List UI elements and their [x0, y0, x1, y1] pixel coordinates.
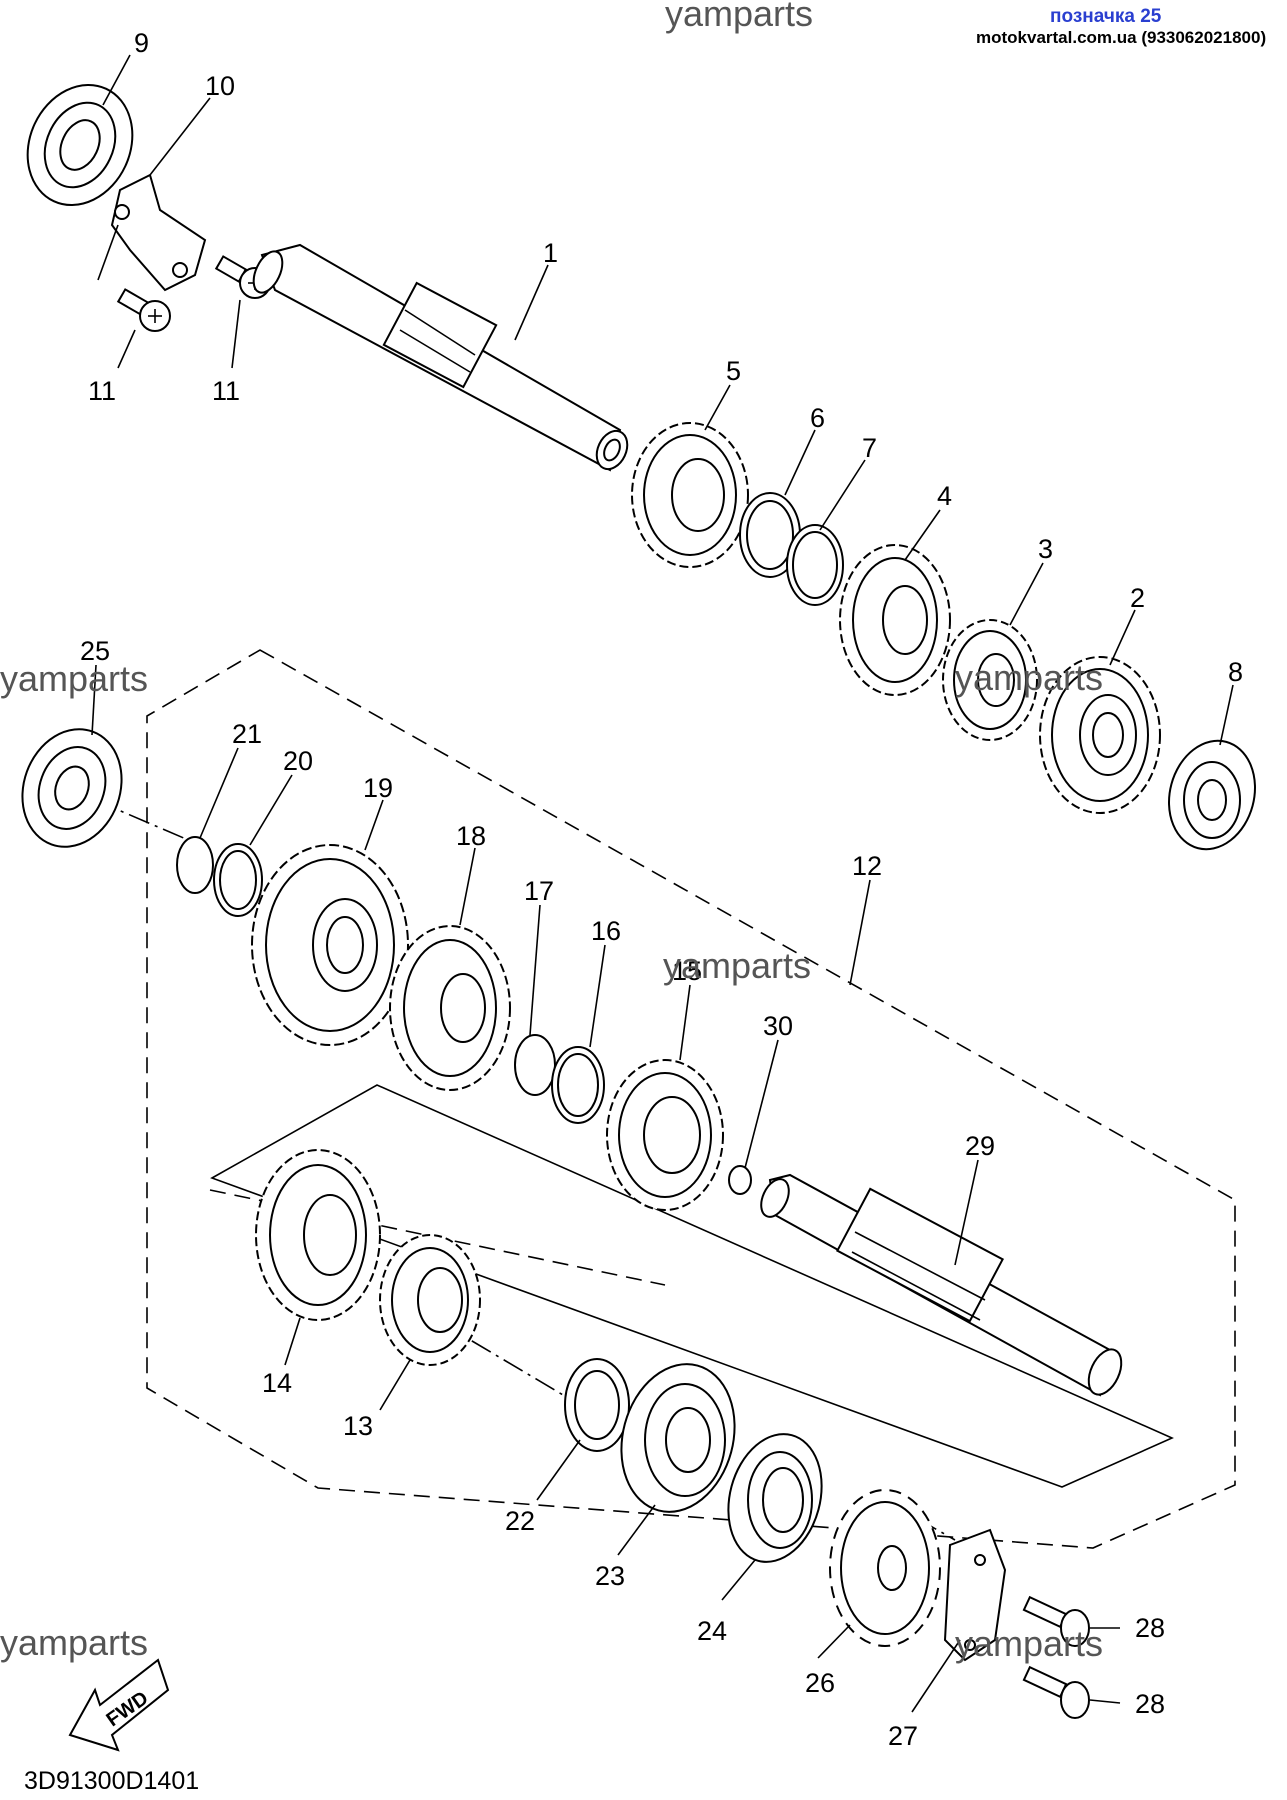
- callout-8: 8: [1228, 657, 1243, 687]
- gear-5: [631, 422, 749, 568]
- drive-axle-29: [760, 1173, 1123, 1397]
- retainer-plate-10: [110, 173, 207, 292]
- callout-1: 1: [543, 238, 558, 268]
- sprocket-26: [829, 1489, 941, 1647]
- callout-15: 15: [672, 956, 702, 986]
- gear-19: [251, 844, 409, 1046]
- callout-12: 12: [852, 851, 882, 881]
- gear-18: [389, 925, 511, 1091]
- lock-plate-27: [943, 1528, 1007, 1662]
- bolt-28b: [1022, 1665, 1090, 1719]
- shaft-group-frame: [210, 1084, 1174, 1488]
- callout-25: 25: [80, 636, 110, 666]
- callout-28a: 28: [1135, 1613, 1165, 1643]
- callout-24: 24: [697, 1616, 727, 1646]
- callout-20: 20: [283, 746, 313, 776]
- watermark: yamparts: [0, 1622, 148, 1663]
- screw-11a: [116, 288, 171, 332]
- bearing-9: [26, 83, 134, 207]
- watermark: yamparts: [955, 657, 1103, 698]
- callout-27: 27: [888, 1721, 918, 1751]
- callout-16: 16: [591, 916, 621, 946]
- oil-seal-24: [727, 1433, 823, 1563]
- gear-13: [379, 1234, 481, 1366]
- callout-9: 9: [134, 28, 149, 58]
- watermark: yamparts: [955, 1623, 1103, 1664]
- callout-2: 2: [1130, 583, 1145, 613]
- gear-14: [255, 1149, 381, 1321]
- callout-19: 19: [363, 773, 393, 803]
- callout-18: 18: [456, 821, 486, 851]
- callout-4: 4: [937, 481, 952, 511]
- callout-11b: 11: [212, 376, 240, 406]
- callout-3: 3: [1038, 534, 1053, 564]
- callout-14: 14: [262, 1368, 292, 1398]
- leader-lines: [91, 54, 1234, 1713]
- gear-4: [839, 544, 951, 696]
- gear-3: [942, 619, 1038, 741]
- callout-17: 17: [524, 876, 554, 906]
- watermark: yamparts: [0, 658, 148, 699]
- callout-7: 7: [862, 433, 877, 463]
- callout-13: 13: [343, 1411, 373, 1441]
- bolt-28a: [1022, 1595, 1090, 1647]
- watermark: yamparts: [663, 945, 811, 986]
- callout-30: 30: [763, 1011, 793, 1041]
- callout-6: 6: [810, 403, 825, 433]
- callout-26: 26: [805, 1668, 835, 1698]
- callout-29: 29: [965, 1131, 995, 1161]
- circlip-21: [176, 836, 214, 894]
- header-site: motokvartal.com.ua (933062021800): [976, 28, 1266, 47]
- callout-5: 5: [726, 356, 741, 386]
- header-tag: позначка 25: [1050, 6, 1162, 27]
- collar-30: [728, 1165, 752, 1195]
- fwd-arrow-icon: FWD: [68, 1658, 170, 1752]
- bearing-8: [1168, 739, 1256, 851]
- bearing-23: [620, 1363, 736, 1513]
- gear-15: [606, 1059, 724, 1211]
- diagram-code: 3D91300D1401: [24, 1767, 199, 1795]
- callout-11a: 11: [88, 376, 116, 406]
- callout-21: 21: [232, 719, 262, 749]
- gear-2: [1039, 656, 1161, 814]
- callout-23: 23: [595, 1561, 625, 1591]
- callout-10: 10: [205, 71, 235, 101]
- callout-22: 22: [505, 1506, 535, 1536]
- circlip-17: [514, 1034, 556, 1096]
- bearing-25: [21, 728, 123, 848]
- main-axle-1: [252, 243, 629, 472]
- callout-28b: 28: [1135, 1689, 1165, 1719]
- watermark-top: yamparts: [665, 0, 813, 34]
